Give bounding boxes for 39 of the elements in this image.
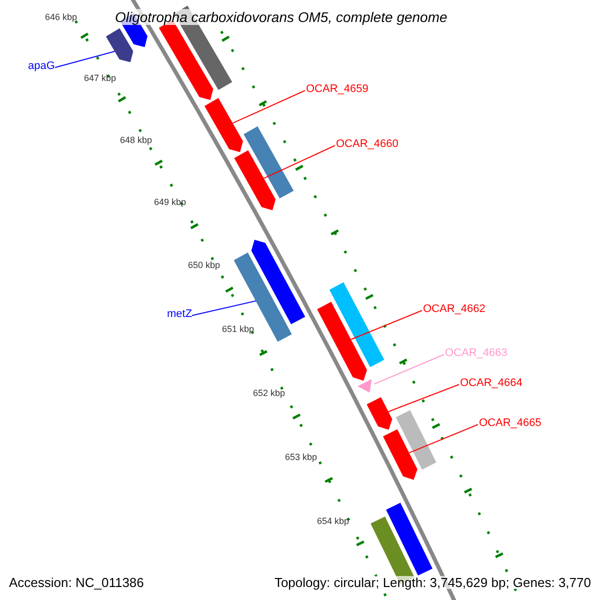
gene-label: OCAR_4659 (306, 84, 368, 95)
tick-label: 650 kbp (188, 261, 220, 270)
gene-block (204, 98, 243, 152)
gene-block (386, 502, 432, 576)
tick-label: 649 kbp (154, 198, 186, 207)
tick-label: 648 kbp (120, 136, 152, 145)
gene-block (358, 379, 372, 393)
gene-block (383, 429, 418, 480)
gene-block (317, 302, 367, 381)
footer-text: Accession: NC_011386 (9, 576, 144, 589)
gene-label: OCAR_4665 (479, 418, 542, 429)
leader-line (232, 90, 306, 124)
leader-line (54, 50, 116, 68)
gene-label: apaG (28, 61, 55, 72)
gene-block (106, 28, 134, 62)
footer-text: Topology: circular; Length: 3,745,629 bp; Genes: 3,770 (274, 576, 591, 589)
gene-block (329, 282, 384, 368)
leader-line (350, 310, 422, 340)
gene-block (244, 126, 294, 198)
leader-line (263, 145, 336, 179)
tick-label: 652 kbp (253, 389, 286, 398)
tick-label: 651 kbp (222, 325, 254, 334)
leader-line (388, 384, 460, 412)
gene-label: OCAR_4662 (423, 304, 486, 315)
tick-label: 646 kbp (45, 13, 78, 22)
leader-line (408, 424, 478, 454)
gene-label: OCAR_4664 (460, 378, 522, 389)
gene-block (366, 397, 392, 430)
leader-line (374, 354, 444, 384)
leader-line (192, 300, 256, 316)
tick-label: 654 kbp (317, 517, 350, 526)
gene-label: OCAR_4663 (445, 348, 508, 359)
gene-block (396, 410, 436, 470)
tick-label: 653 kbp (285, 453, 318, 462)
gene-block (234, 150, 276, 210)
gene-label: OCAR_4660 (336, 139, 398, 150)
tick-label: 647 kbp (84, 74, 116, 83)
gene-label: metZ (167, 309, 192, 320)
gene-block (251, 240, 306, 324)
